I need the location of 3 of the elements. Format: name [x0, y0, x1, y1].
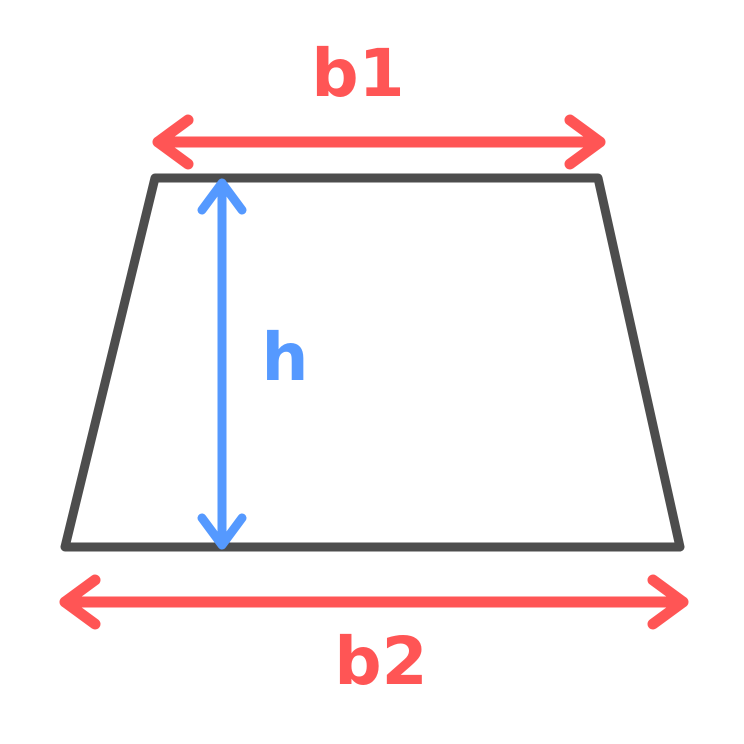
dimension-label: h — [262, 325, 308, 391]
dimension-label: b2 — [334, 629, 428, 695]
dimension-label: b1 — [311, 41, 405, 107]
